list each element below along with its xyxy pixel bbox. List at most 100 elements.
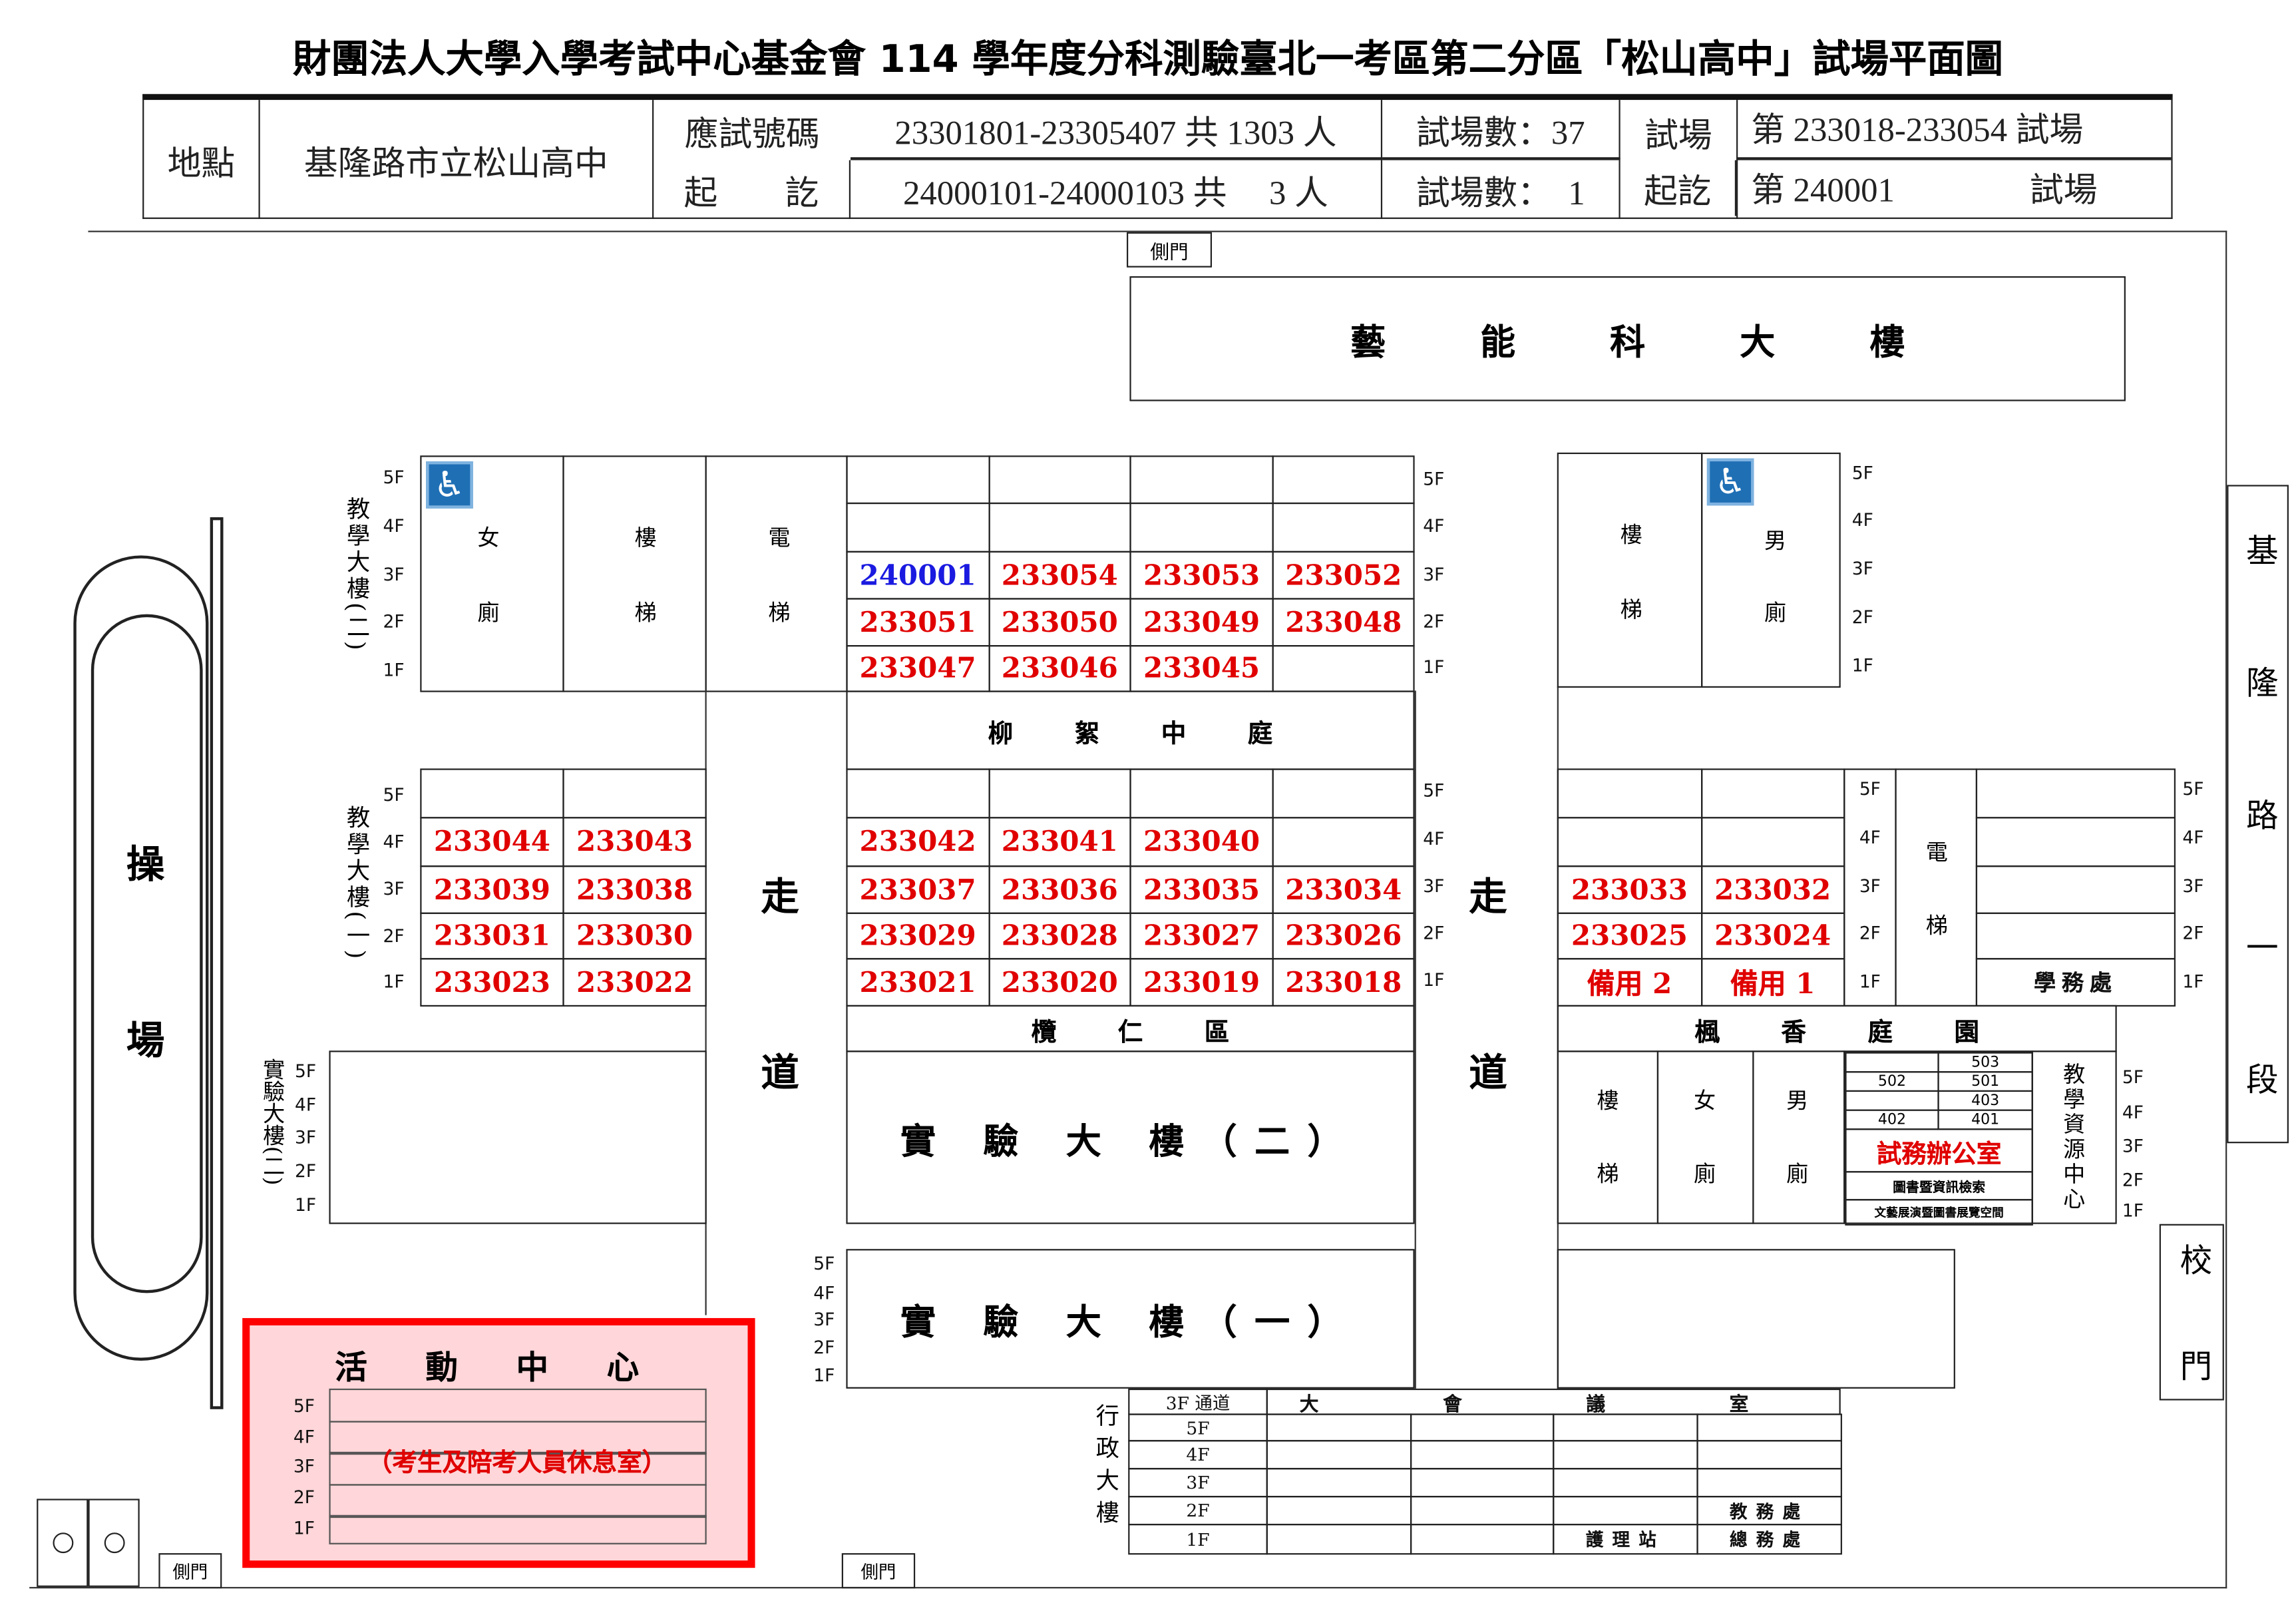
- side-gate-left: 側門: [158, 1553, 222, 1589]
- exam-room-備用 1: 備用 1: [1700, 958, 1845, 1007]
- men-restroom: ♿ 男 廁: [1701, 452, 1841, 688]
- floor-label: 4F: [383, 515, 405, 537]
- admin-room: [1553, 1440, 1698, 1470]
- floor-label: 5F: [295, 1060, 317, 1082]
- floor-label: 2F: [1423, 611, 1445, 632]
- floor-label: 3F: [383, 564, 405, 585]
- basketball-court-icon: [88, 1499, 140, 1587]
- floor-label: 3F: [293, 1456, 315, 1477]
- exam-room-233027: 233027: [1129, 912, 1274, 960]
- exam-room-233021: 233021: [846, 958, 990, 1007]
- empty-room: [420, 768, 564, 819]
- empty-room: [1272, 817, 1416, 867]
- empty-room: [1272, 455, 1416, 505]
- lab-building-2-side: [329, 1050, 707, 1224]
- women-restroom-lower-right: 女 廁: [1656, 1050, 1754, 1224]
- accessible-icon: ♿: [1706, 458, 1754, 506]
- exam-room-233020: 233020: [988, 958, 1132, 1007]
- floor-label: 4F: [293, 1427, 315, 1448]
- exam-room-233019: 233019: [1129, 958, 1274, 1007]
- road-label: 基隆路一段: [2240, 533, 2277, 1195]
- exam-room-233040: 233040: [1129, 817, 1274, 867]
- floor-label: 1F: [1423, 656, 1445, 678]
- conference-room: 大 會 議 室: [1266, 1388, 1841, 1416]
- exam-room-233026: 233026: [1272, 912, 1416, 960]
- admin-room: [1410, 1468, 1555, 1498]
- floor-label: 2F: [383, 925, 405, 947]
- library-search: 圖書暨資訊檢索: [1845, 1171, 2033, 1201]
- exam-room-233051: 233051: [846, 598, 990, 647]
- location-label: 地點: [144, 100, 260, 219]
- floor-label: 4F: [2182, 827, 2204, 848]
- floor-label: 1F: [813, 1365, 835, 1386]
- nurse-station: 護理站: [1553, 1523, 1698, 1555]
- number-range-label: 應試號碼: [684, 115, 820, 152]
- exam-room-233025: 233025: [1557, 912, 1702, 960]
- activity-center-floor: [329, 1484, 707, 1518]
- rest-room-note: （考生及陪考人員休息室）: [367, 1448, 668, 1478]
- admin-room: [1553, 1496, 1698, 1526]
- exam-room-233029: 233029: [846, 912, 990, 960]
- floor-label: 3F: [383, 878, 405, 899]
- lab-building-1: 實 驗 大 樓（一）: [846, 1249, 1415, 1389]
- empty-room: [846, 502, 990, 553]
- men-restroom-lower-right: 男 廁: [1752, 1050, 1845, 1224]
- lab-building-2: 實 驗 大 樓（二）: [846, 1050, 1415, 1224]
- empty-room: [1975, 817, 2176, 867]
- floor-label: 5F: [813, 1253, 835, 1274]
- room-range-2: 第 240001 試場: [1751, 172, 2098, 209]
- floor-label: 3F: [813, 1309, 835, 1330]
- exam-room-233045: 233045: [1129, 645, 1274, 692]
- location-value: 基隆路市立松山高中: [260, 100, 654, 219]
- floor-label: 4F: [383, 831, 405, 853]
- floor-label: 4F: [1128, 1440, 1268, 1470]
- courtyard-liuxu: 柳 絮 中 庭: [846, 690, 1415, 770]
- floor-label: 3F: [295, 1126, 317, 1148]
- maple-garden: 楓 香 庭 園: [1557, 1005, 2117, 1052]
- floor-label: 2F: [1851, 606, 1873, 628]
- floor-label: 1F: [1128, 1523, 1268, 1555]
- floor-label: 5F: [2122, 1066, 2144, 1088]
- main-gate: 校門: [2174, 1243, 2211, 1455]
- empty-room: [1557, 817, 1702, 867]
- exam-room-233047: 233047: [846, 645, 990, 692]
- road-box: 基隆路一段: [2227, 485, 2289, 1195]
- floor-label: 1F: [383, 660, 405, 680]
- empty-room: [846, 768, 990, 819]
- student-affairs-office: 學務處: [1975, 958, 2176, 1007]
- stairs: 樓 梯: [562, 455, 707, 692]
- exam-room-233023: 233023: [420, 958, 564, 1007]
- exhibition-space: 文藝展演暨圖書展覽空間: [1845, 1199, 2033, 1226]
- admin-room: [1266, 1468, 1412, 1498]
- admin-room: [1410, 1440, 1555, 1470]
- teaching-building-2-label: 教學大樓(二): [342, 497, 371, 654]
- floor-label: 2F: [293, 1487, 315, 1508]
- exam-room-備用 2: 備用 2: [1557, 958, 1702, 1007]
- empty-room: [1975, 912, 2176, 960]
- exam-room-233022: 233022: [562, 958, 707, 1007]
- floor-label: 1F: [293, 1518, 315, 1539]
- lab-building-2-side-label: 實驗大樓(二): [260, 1058, 287, 1186]
- admin-room: [1266, 1496, 1412, 1526]
- library-building: 503 502 501 403 402 401 試務辦公室 圖書暨資訊檢索 文藝…: [1843, 1050, 2033, 1226]
- floor-label: 3F: [2122, 1136, 2144, 1157]
- floor-label: 5F: [1128, 1413, 1268, 1442]
- floor-label: 2F: [2182, 923, 2204, 944]
- empty-room: [1129, 502, 1274, 553]
- empty-room: [1700, 817, 1845, 867]
- exam-room-233038: 233038: [562, 865, 707, 914]
- floor-label: 3F: [1851, 558, 1873, 579]
- exam-room-233054: 233054: [988, 551, 1132, 600]
- floor-label: 4F: [295, 1094, 317, 1116]
- general-affairs-office: 總務處: [1696, 1523, 1842, 1555]
- teaching-building-1-label: 教學大樓(一): [342, 805, 371, 962]
- playground-2: 場: [126, 1019, 165, 1064]
- exam-room-233039: 233039: [420, 865, 564, 914]
- exam-room-233043: 233043: [562, 817, 707, 867]
- admin-building-label: 行政大樓: [1091, 1403, 1119, 1533]
- exam-room-233050: 233050: [988, 598, 1132, 647]
- floor-label: 3F: [1423, 564, 1445, 585]
- exam-room-233041: 233041: [988, 817, 1132, 867]
- admin-room: [1410, 1523, 1555, 1555]
- count-2: 試場數： 1: [1382, 160, 1621, 219]
